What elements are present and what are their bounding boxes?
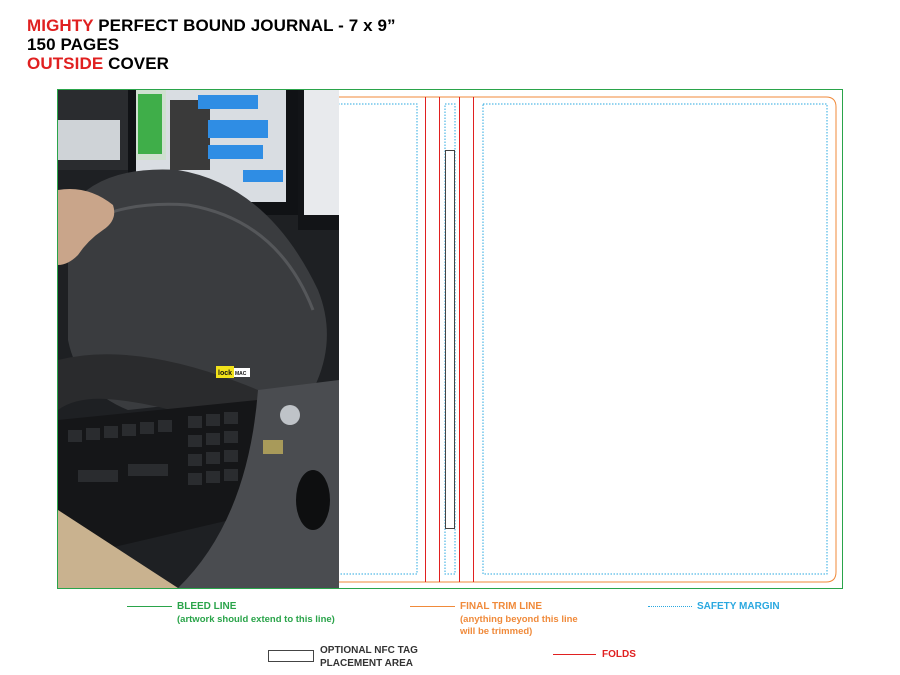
title-accent-outside: OUTSIDE xyxy=(27,54,104,73)
trim-legend-note-1: (anything beyond this line xyxy=(460,614,578,625)
bleed-legend-line xyxy=(127,606,172,607)
safety-margin-spine xyxy=(444,103,456,575)
nfc-legend-box xyxy=(268,650,314,662)
nfc-tag-area xyxy=(445,150,455,529)
bleed-line-rect xyxy=(57,89,843,589)
title-accent-mighty: MIGHTY xyxy=(27,16,94,35)
safety-legend-line xyxy=(648,606,692,607)
bag-brand-text: lock xyxy=(218,370,232,377)
title-cover: COVER xyxy=(103,54,170,73)
safety-legend-label: SAFETY MARGIN xyxy=(697,601,780,612)
photo-illustration: lock MAC xyxy=(58,90,339,588)
bag-brand-suffix: MAC xyxy=(235,371,247,377)
cover-photo: lock MAC xyxy=(58,90,339,588)
folds-legend-label: FOLDS xyxy=(602,649,636,660)
title-line-3: OUTSIDE COVER xyxy=(27,54,396,73)
bleed-legend-label: BLEED LINE xyxy=(177,601,237,612)
title-line-2: 150 PAGES xyxy=(27,35,120,54)
title-product: PERFECT BOUND JOURNAL - 7 x 9” xyxy=(93,16,396,35)
page-title: MIGHTY PERFECT BOUND JOURNAL - 7 x 9” 15… xyxy=(27,16,396,73)
trim-legend-label: FINAL TRIM LINE xyxy=(460,601,543,612)
nfc-legend-label-2: PLACEMENT AREA xyxy=(320,658,413,669)
safety-margin-front xyxy=(482,103,828,575)
bleed-legend-note: (artwork should extend to this line) xyxy=(177,614,335,625)
trim-legend-line xyxy=(410,606,455,607)
trim-legend-note-2: will be trimmed) xyxy=(460,626,533,637)
folds-legend-line xyxy=(553,654,596,655)
nfc-legend-label-1: OPTIONAL NFC TAG xyxy=(320,645,418,656)
title-line-1: MIGHTY PERFECT BOUND JOURNAL - 7 x 9” xyxy=(27,16,396,35)
trim-line-rect xyxy=(58,96,837,583)
